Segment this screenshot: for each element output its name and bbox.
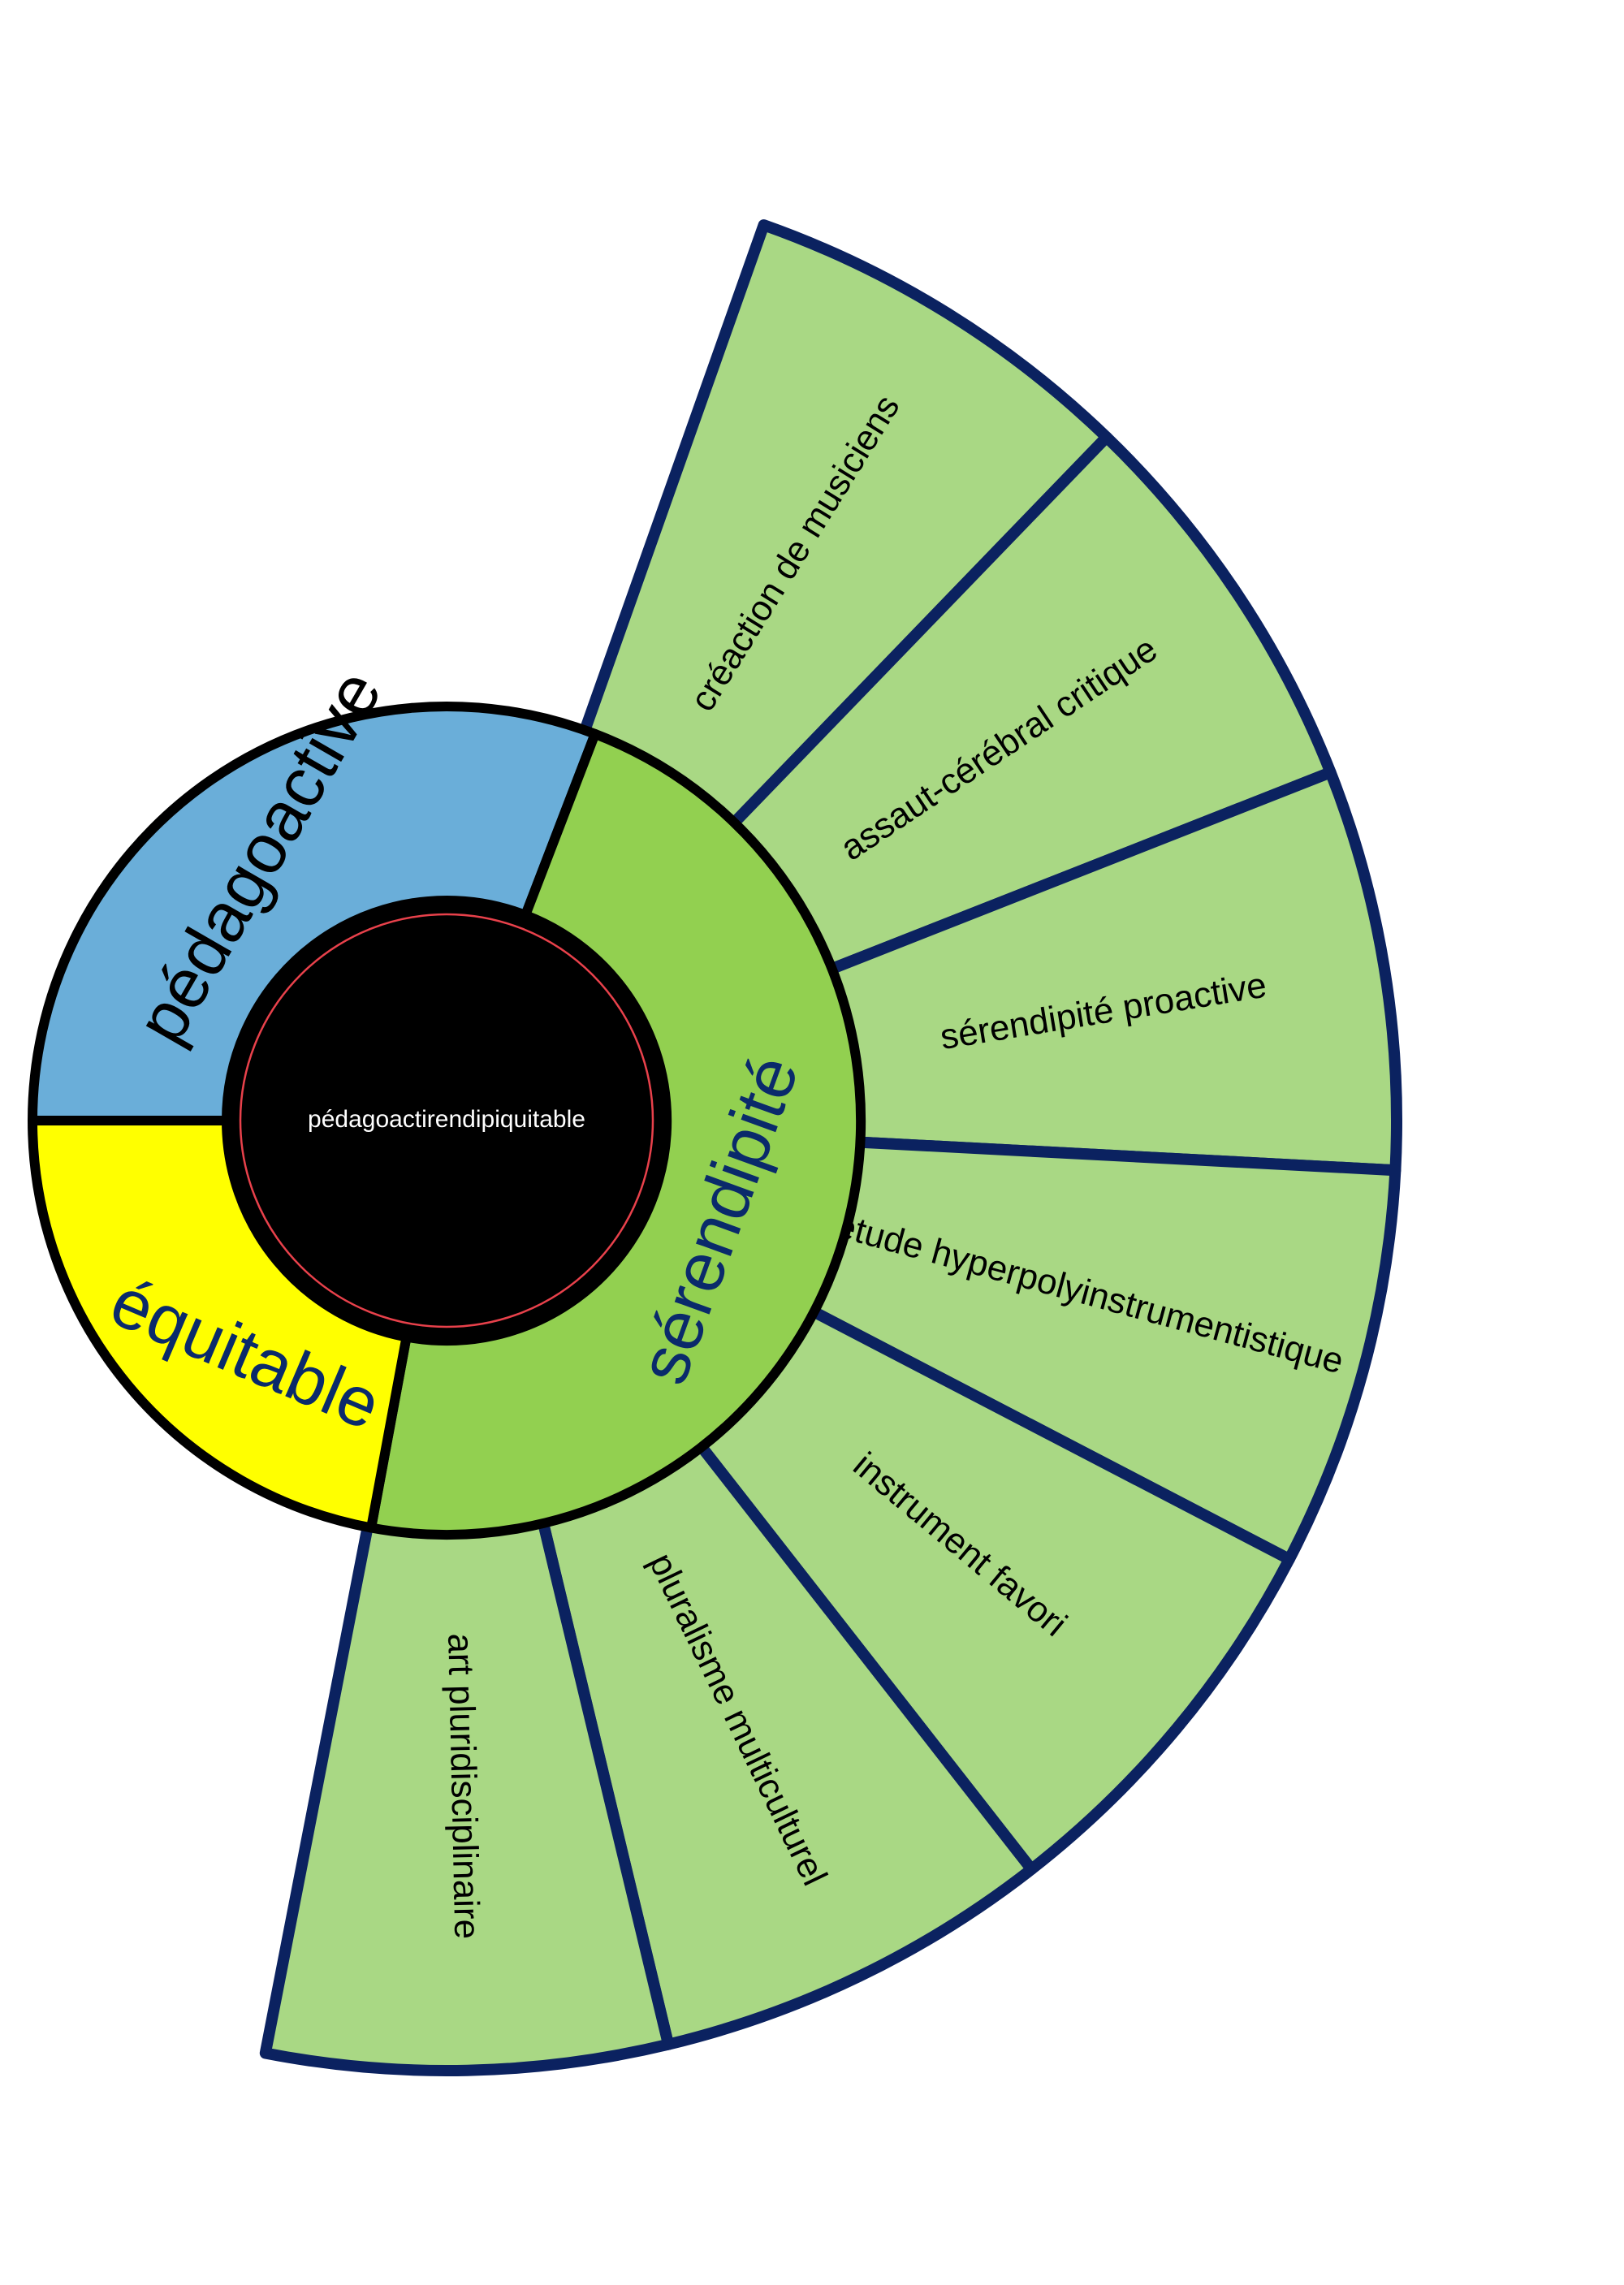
fan-segment-label: art pluridisciplinaire (440, 1633, 486, 1940)
center-layer: pédagoactirendipiquitable (222, 896, 671, 1345)
center-disc (222, 896, 671, 1345)
center-label: pédagoactirendipiquitable (308, 1106, 585, 1133)
center-accent-ring (239, 913, 654, 1328)
